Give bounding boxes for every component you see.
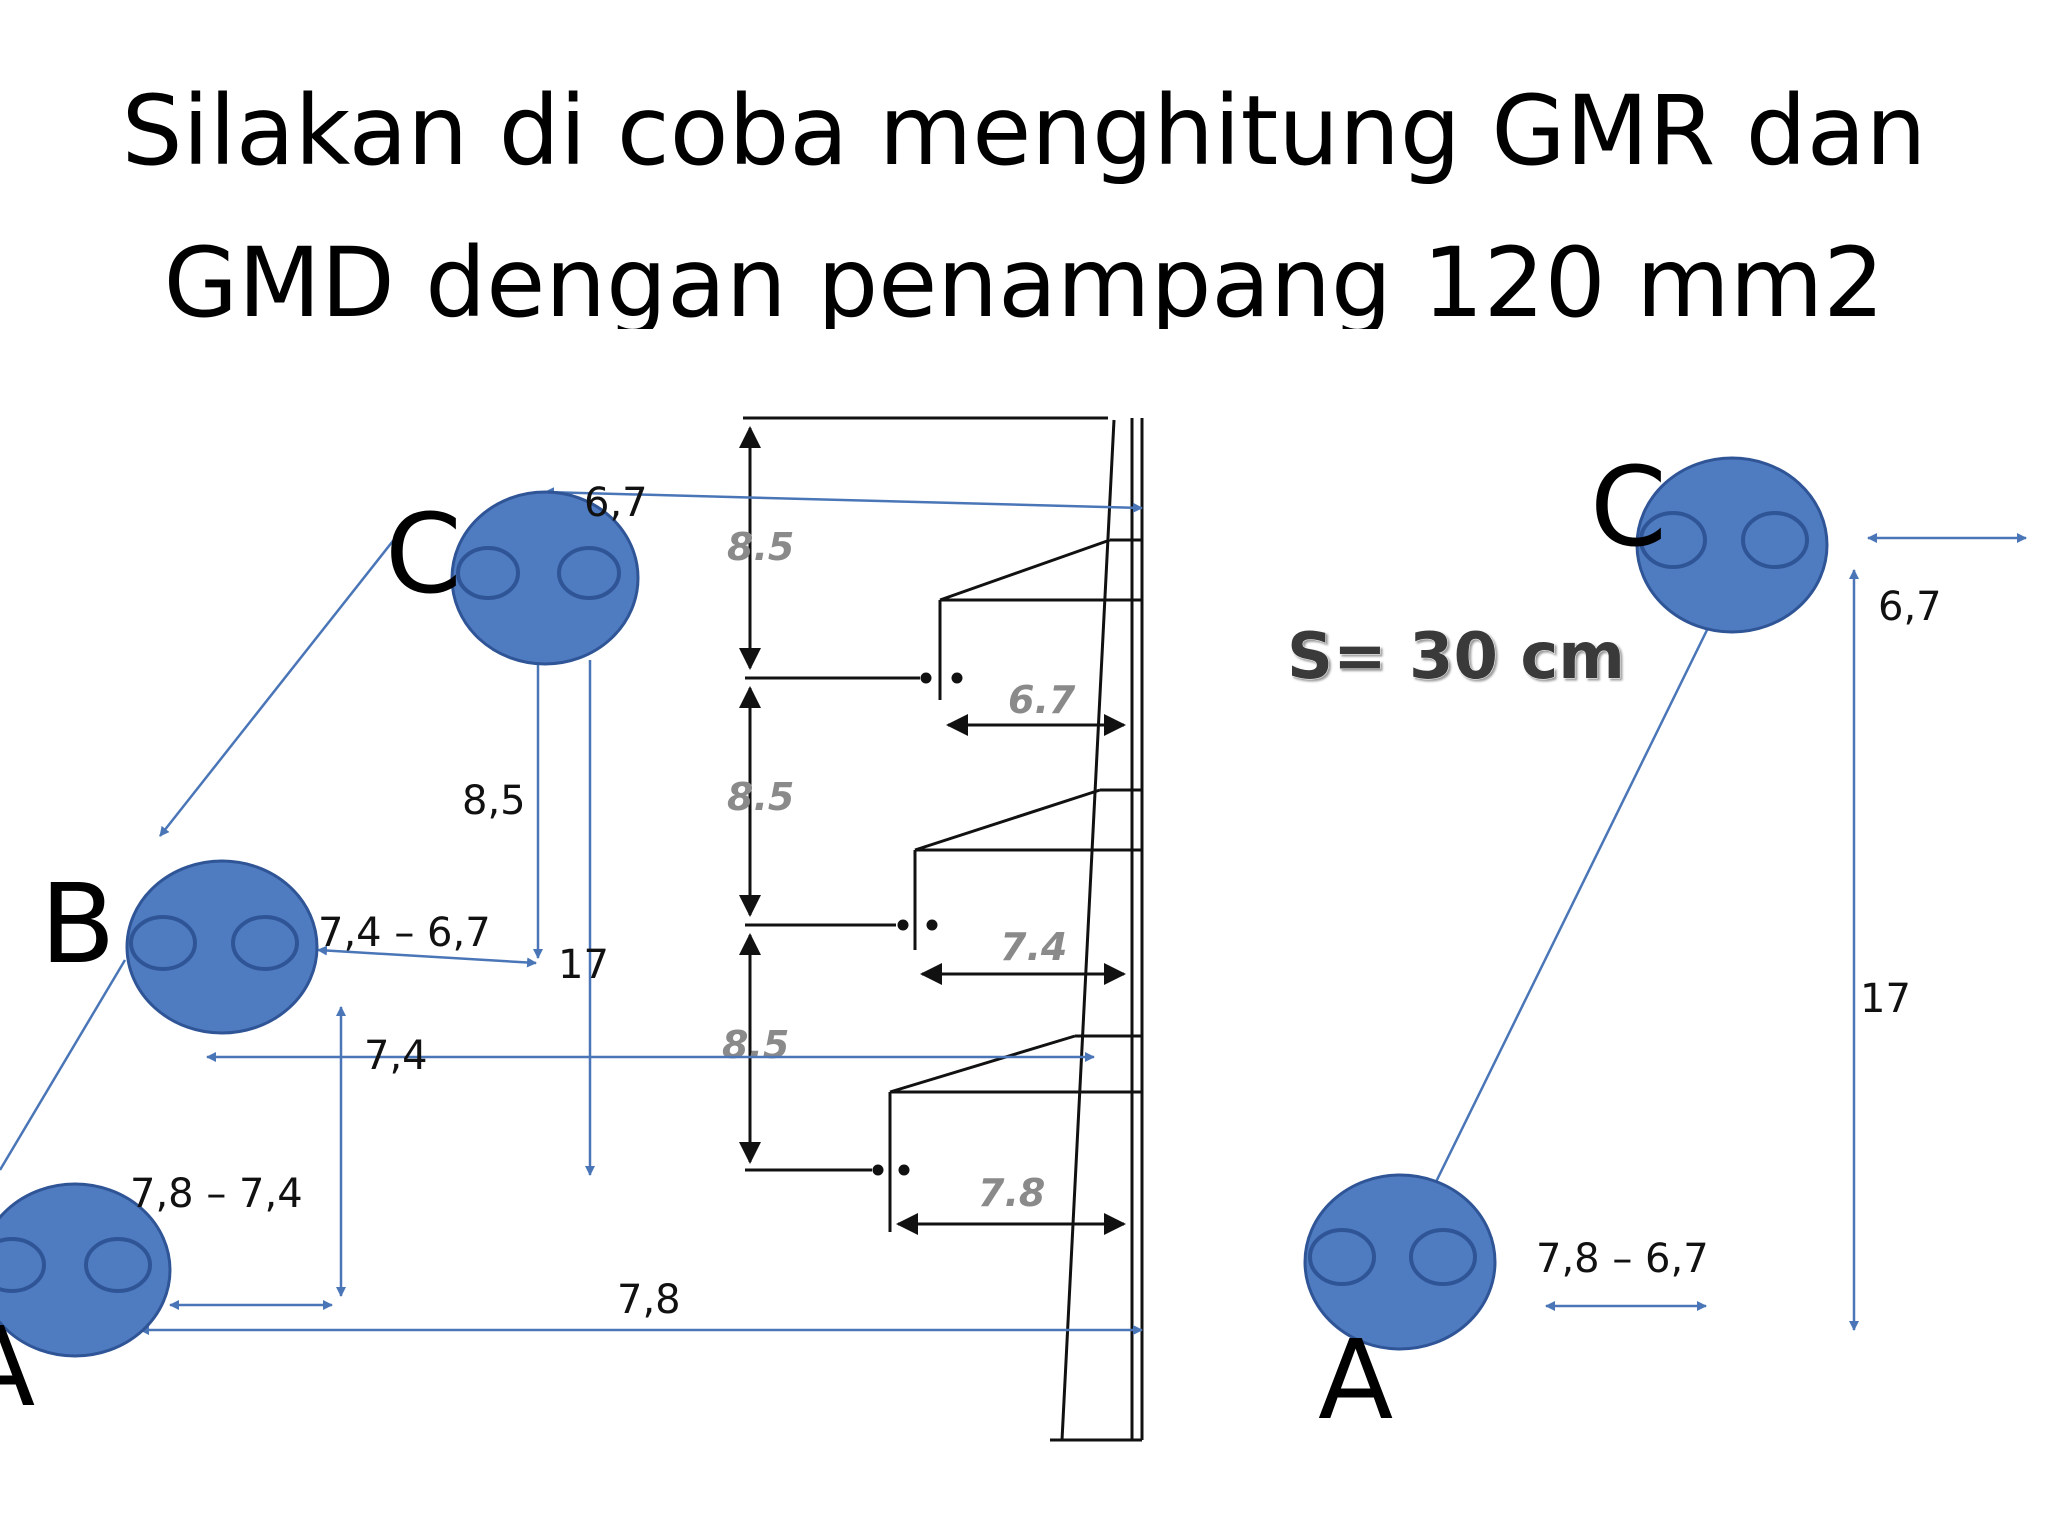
conductor-3-dot-a: [872, 1164, 884, 1176]
left-dim-b-horizontal-label: 7,4: [364, 1033, 428, 1079]
left-line-b-to-a: [0, 959, 127, 1171]
left-phase-c-label: C: [385, 490, 462, 618]
conductor-2-dot-b: [926, 919, 938, 931]
crossarm-3-brace: [889, 1034, 1076, 1094]
left-dim-a-offset-label: 7,8 – 7,4: [130, 1171, 303, 1217]
right-phase-c-label: C: [1590, 443, 1667, 571]
title-line-1: Silakan di coba menghitung GMR dan: [121, 75, 1927, 187]
left-dim-c-horizontal-label: 6,7: [584, 480, 648, 526]
right-conductor-a: [1303, 1173, 1497, 1351]
tower-drawing: [739, 416, 1144, 1442]
right-arrow-c-to-a: [1430, 627, 1710, 1191]
conductor-3-dot-b: [898, 1164, 910, 1176]
tower-spacing-label-3: 8.5: [722, 1023, 789, 1067]
tower-arm-label-2: 7.4: [1000, 925, 1067, 969]
left-arrow-c-to-b: [159, 531, 401, 837]
tower-spacing-label-1: 8.5: [727, 525, 794, 569]
title-line-2: GMD dengan penampang 120 mm2: [163, 227, 1885, 329]
tower-arm-label-1: 6.7: [1008, 678, 1076, 722]
right-phase-a-label: A: [1318, 1316, 1393, 1444]
spacing-label: S= 30 cm: [1287, 620, 1625, 694]
conductor-1-dot-a: [920, 672, 932, 684]
conductor-2-dot-a: [897, 919, 909, 931]
slide-title: Silakan di coba menghitung GMR dan GMD d…: [0, 55, 2048, 359]
left-dim-c-to-a-label: 17: [558, 942, 609, 988]
tower-slant-edge: [1060, 419, 1116, 1441]
right-dimension-lines: [1430, 533, 2027, 1331]
tower-arm-label-3: 7.8: [978, 1171, 1045, 1215]
right-conductor-c: [1635, 456, 1829, 634]
right-dim-a-offset-label: 7,8 – 6,7: [1536, 1236, 1709, 1282]
right-dim-vertical-label: 17: [1860, 976, 1911, 1022]
conductor-1-dot-b: [951, 672, 963, 684]
crossarm-2-brace: [914, 788, 1101, 852]
left-dim-a-horizontal-label: 7,8: [617, 1277, 681, 1323]
left-dim-c-to-b-label: 8,5: [462, 778, 526, 824]
crossarm-1-brace: [939, 538, 1111, 602]
left-phase-a-label: A: [0, 1303, 35, 1431]
tower-spacing-label-2: 8.5: [727, 775, 794, 819]
left-dim-c-horizontal: [544, 487, 1143, 513]
left-phase-b-label: B: [40, 860, 115, 988]
left-dim-b-offset-label: 7,4 – 6,7: [318, 910, 491, 956]
left-dimension-lines: [0, 487, 1143, 1335]
left-conductor-a: [0, 1182, 172, 1358]
left-dim-b-offset: [317, 945, 537, 968]
left-conductor-c: [450, 490, 640, 666]
left-conductor-b: [125, 859, 319, 1035]
right-dim-c-horizontal-label: 6,7: [1878, 584, 1942, 630]
